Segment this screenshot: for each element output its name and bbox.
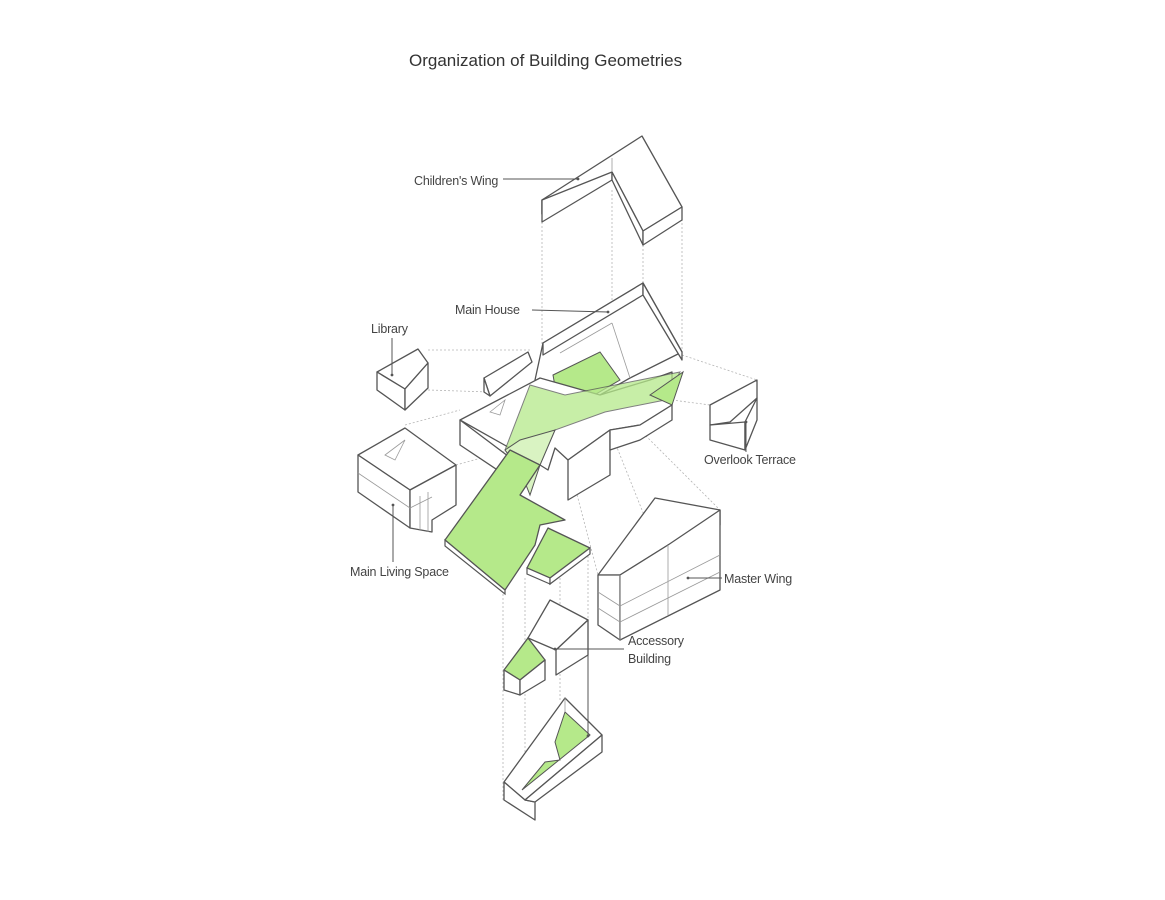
- main-living-space-volume: [357, 427, 457, 533]
- accessory-building-volume: [503, 599, 589, 696]
- label-master-wing: Master Wing: [724, 572, 792, 586]
- label-main-house: Main House: [455, 303, 520, 317]
- label-accessory-building-line1: Accessory: [628, 634, 685, 648]
- projection-guides: [404, 190, 758, 800]
- diagram-title: Organization of Building Geometries: [409, 51, 682, 70]
- label-childrens-wing: Children's Wing: [414, 174, 498, 188]
- green-platform: [444, 449, 591, 596]
- label-library: Library: [371, 322, 409, 336]
- overlook-terrace-volume: [648, 370, 758, 451]
- master-wing-volume: [597, 497, 721, 641]
- lower-ground-volume: [503, 697, 603, 821]
- leader-lines: [390, 177, 748, 738]
- terrace-green: [648, 370, 684, 406]
- label-accessory-building-line2: Building: [628, 652, 671, 666]
- label-main-living-space: Main Living Space: [350, 565, 449, 579]
- label-overlook-terrace: Overlook Terrace: [704, 453, 796, 467]
- childrens-wing-volume: [541, 135, 683, 246]
- library-volume: [376, 348, 429, 411]
